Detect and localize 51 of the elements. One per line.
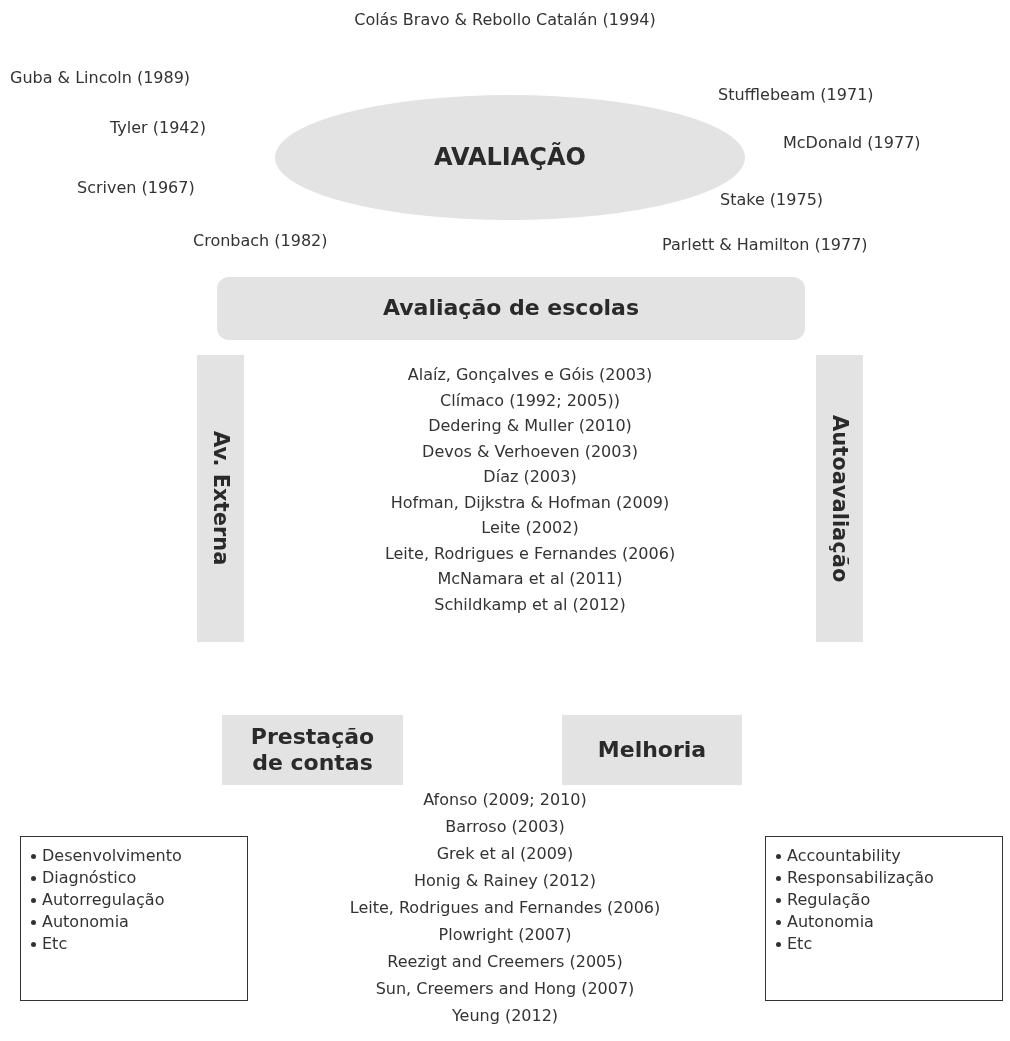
category-box bbox=[222, 715, 403, 785]
list-item: Etc bbox=[787, 933, 813, 955]
list-item: Autorregulação bbox=[42, 889, 165, 911]
citation-text: Sun, Creemers and Hong (2007) bbox=[375, 979, 635, 999]
category-box bbox=[562, 715, 742, 785]
category-bar bbox=[197, 355, 244, 642]
list-item: Autonomia bbox=[42, 911, 129, 933]
citation-text: Barroso (2003) bbox=[445, 817, 565, 837]
category-label: Prestação de contas bbox=[249, 723, 376, 777]
bullet-list-box bbox=[20, 836, 248, 1001]
category-box bbox=[217, 277, 805, 340]
category-label: Avaliação de escolas bbox=[383, 295, 639, 322]
citation-text: Scriven (1967) bbox=[77, 178, 195, 198]
citation-text: Cronbach (1982) bbox=[193, 231, 328, 251]
category-label: Av. Externa bbox=[208, 431, 234, 566]
citation-text: McNamara et al (2011) bbox=[437, 569, 623, 589]
citation-text: Guba & Lincoln (1989) bbox=[10, 68, 191, 88]
citation-text: Reezigt and Creemers (2005) bbox=[387, 952, 623, 972]
citation-text: Díaz (2003) bbox=[483, 467, 577, 487]
list-item: Etc bbox=[42, 933, 68, 955]
citation-text: Schildkamp et al (2012) bbox=[434, 594, 626, 615]
citation-text: McDonald (1977) bbox=[783, 133, 921, 153]
citation-text: Yeung (2012) bbox=[451, 1006, 559, 1026]
list-item: Accountability bbox=[787, 845, 901, 867]
citation-text: Tyler (1942) bbox=[110, 118, 206, 138]
citation-text: Grek et al (2009) bbox=[436, 844, 574, 864]
list-item: Diagnóstico bbox=[42, 867, 137, 889]
citation-text: Colás Bravo & Rebollo Catalán (1994) bbox=[354, 10, 656, 30]
category-label: Melhoria bbox=[597, 736, 707, 764]
category-label: Autoavaliação bbox=[827, 414, 853, 583]
citation-text: Devos & Verhoeven (2003) bbox=[422, 441, 638, 462]
citation-text: Alaíz, Gonçalves e Góis (2003) bbox=[407, 365, 653, 385]
citation-text: Dedering & Muller (2010) bbox=[428, 416, 632, 436]
citation-text: Stake (1975) bbox=[720, 190, 824, 210]
list-item: Desenvolvimento bbox=[42, 845, 182, 867]
citation-text: Afonso (2009; 2010) bbox=[423, 790, 587, 810]
citation-text: Leite (2002) bbox=[481, 518, 579, 538]
category-label: AVALIAÇÃO bbox=[434, 143, 586, 172]
list-item: Autonomia bbox=[787, 911, 874, 933]
citation-text: Stufflebeam (1971) bbox=[718, 85, 874, 105]
citation-text: Parlett & Hamilton (1977) bbox=[662, 235, 868, 255]
citation-text: Leite, Rodrigues and Fernandes (2006) bbox=[349, 898, 661, 918]
category-bar bbox=[816, 355, 863, 642]
citation-text: Leite, Rodrigues e Fernandes (2006) bbox=[384, 543, 676, 564]
citation-text: Plowright (2007) bbox=[438, 925, 572, 945]
bullet-list-box bbox=[765, 836, 1003, 1001]
citation-text: Clímaco (1992; 2005)) bbox=[440, 390, 620, 411]
list-item: Regulação bbox=[787, 889, 871, 911]
citation-text: Hofman, Dijkstra & Hofman (2009) bbox=[390, 492, 670, 513]
list-item: Responsabilização bbox=[787, 867, 934, 889]
citation-text: Honig & Rainey (2012) bbox=[414, 871, 596, 891]
